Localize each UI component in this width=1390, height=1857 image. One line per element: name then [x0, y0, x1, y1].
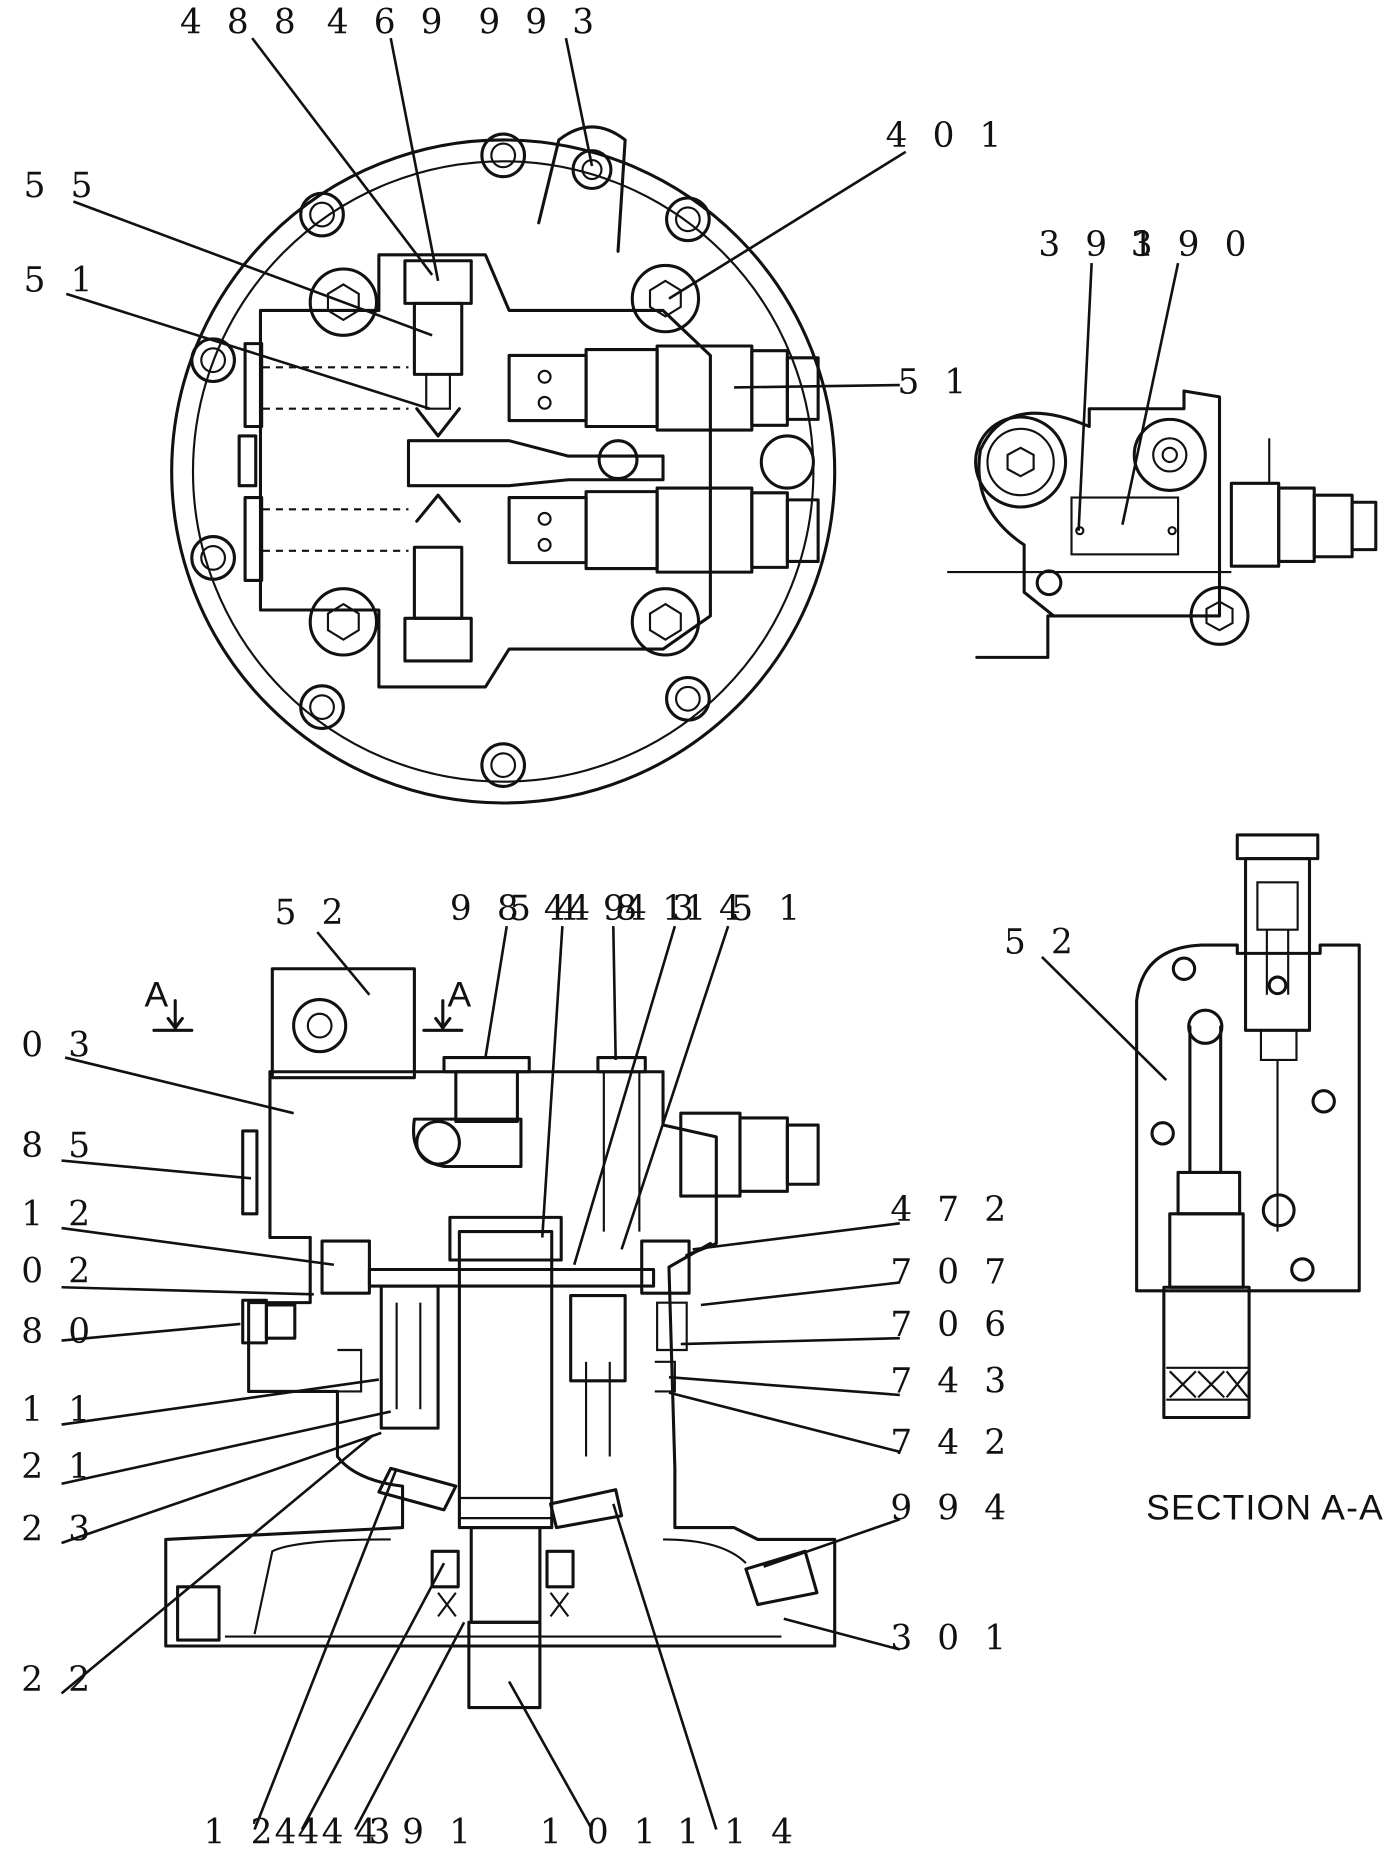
section-mark-letter: A	[448, 975, 473, 1015]
section-mark-right: A	[422, 975, 473, 1032]
part-label: 7 0 7	[890, 1253, 1013, 1293]
part-label: 1 5 1	[684, 889, 807, 929]
section-title: SECTION A-A	[1146, 1487, 1384, 1527]
part-label: 4 8 8	[180, 2, 303, 42]
part-label: 5 2	[1004, 922, 1080, 962]
part-label: 7 0 6	[890, 1305, 1013, 1345]
part-label: 4 9 1	[355, 1813, 478, 1853]
part-label: 7 4 2	[890, 1423, 1013, 1463]
part-label: 2 3	[21, 1510, 97, 1550]
section-mark-left: A	[144, 975, 194, 1032]
part-label: 8 0	[21, 1312, 97, 1352]
part-label: 3 9 1	[1038, 225, 1161, 265]
part-label: 7 4 3	[890, 1362, 1013, 1402]
part-label: 4 4 3	[275, 1813, 398, 1853]
section-a-a-view: SECTION A-A	[1135, 833, 1384, 1527]
flange-bolt-holes	[190, 132, 711, 788]
part-label: 2 1	[21, 1447, 97, 1487]
top-plan-view	[170, 125, 837, 805]
part-label: 4 3 4	[625, 889, 748, 929]
part-label: 9 9 4	[890, 1488, 1013, 1528]
side-view	[947, 389, 1378, 659]
part-label: 2 2	[21, 1660, 97, 1700]
section-mark-letter: A	[144, 975, 169, 1015]
main-section-view: A A	[144, 967, 837, 1710]
part-label: 3 9 0	[1131, 225, 1254, 265]
leader-lines	[60, 37, 1180, 1831]
part-label: 5 4 9	[509, 889, 632, 929]
part-label: 0 3	[21, 1025, 97, 1065]
part-number-labels: 4 8 8 4 6 9 9 9 3 4 0 1 5 5 5 1 5 1 3 9 …	[21, 2, 1254, 1853]
part-label: 9 8 4	[450, 889, 573, 929]
part-label: 3 0 1	[890, 1619, 1013, 1659]
part-label: 4 7 2	[890, 1190, 1013, 1230]
part-label: 5 2	[275, 893, 351, 933]
part-label: 5 1	[24, 261, 100, 301]
part-label: 1 2	[21, 1195, 97, 1235]
part-label: 5 1	[897, 362, 973, 402]
part-label: 4 8 1	[568, 889, 691, 929]
part-label: 8 5	[21, 1126, 97, 1166]
part-label: 4 0 1	[886, 116, 1009, 156]
part-label: 1 1	[21, 1390, 97, 1430]
part-label: 0 2	[21, 1252, 97, 1292]
part-label: 9 9 3	[478, 2, 601, 42]
part-label: 1 1 4	[677, 1813, 800, 1853]
part-label: 5 5	[24, 166, 100, 206]
part-label: 1 2 4	[204, 1813, 327, 1853]
part-label: 1 0 1	[540, 1813, 663, 1853]
part-label: 4 6 9	[327, 2, 450, 42]
